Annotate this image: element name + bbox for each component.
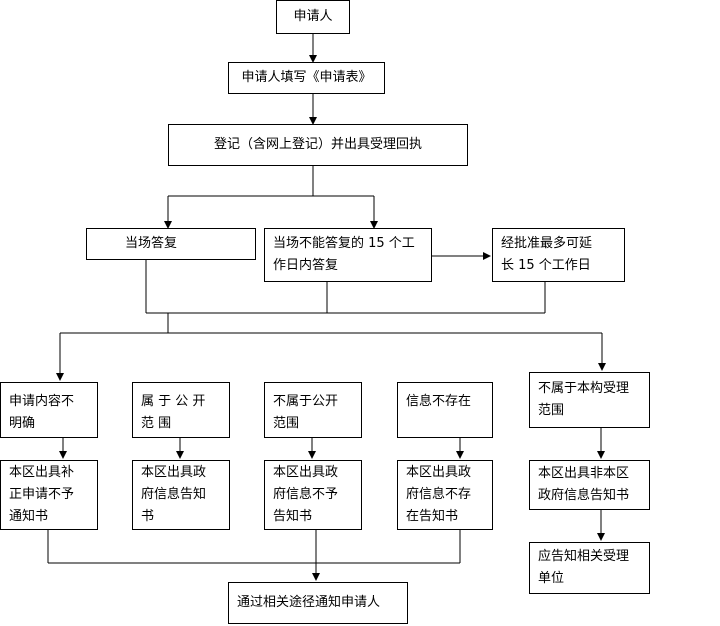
notify-applicant-node: 通过相关途径通知申请人 [228,582,408,624]
notice-public-node: 本区出具政 府信息告知 书 [132,460,230,530]
answer-now-node: 当场答复 [86,228,256,260]
applicant-node: 申请人 [276,0,350,34]
extend-node: 经批准最多可延 长 15 个工作日 [492,228,625,282]
cannot-answer-now-node: 当场不能答复的 15 个工 作日内答复 [264,228,432,282]
public-scope-node: 属 于 公 开 范 围 [132,382,230,438]
not-public-node: 不属于公开 范围 [264,382,362,438]
register-node: 登记（含网上登记）并出具受理回执 [168,124,468,166]
notice-non-org-node: 本区出具非本区 政府信息告知书 [529,460,650,510]
not-this-org-node: 不属于本构受理 范围 [529,372,650,428]
notice-not-public-node: 本区出具政 府信息不予 告知书 [264,460,362,530]
notice-correct-node: 本区出具补 正申请不予 通知书 [0,460,98,530]
unclear-node: 申请内容不 明确 [0,382,98,438]
fill-form-node: 申请人填写《申请表》 [228,62,385,94]
notice-not-exist-node: 本区出具政 府信息不存 在告知书 [397,460,493,530]
not-exist-node: 信息不存在 [397,382,493,438]
inform-other-node: 应告知相关受理 单位 [529,542,650,594]
